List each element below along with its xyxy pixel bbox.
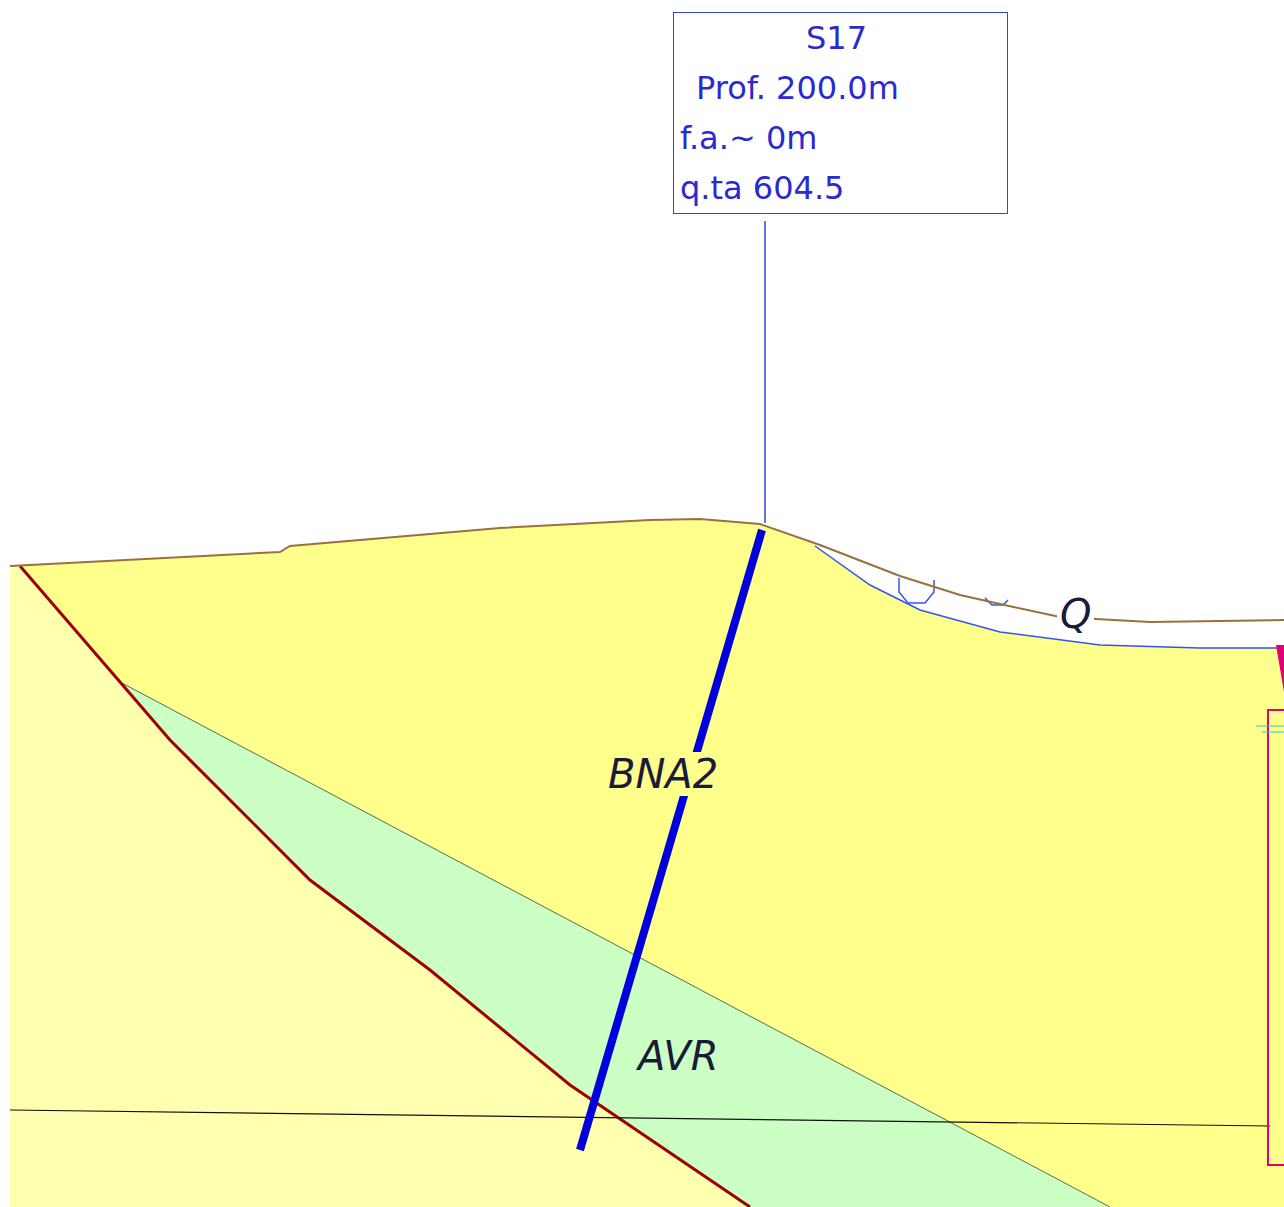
- band-boundary: [120, 682, 1110, 1207]
- quaternary-base: [815, 546, 1284, 648]
- section-frame: [1268, 710, 1284, 1165]
- borehole-data: q.ta 604.5: [674, 163, 1007, 213]
- section-marker: [1276, 645, 1284, 692]
- unit-label: BNA2: [605, 752, 721, 796]
- reference-line: [10, 1110, 1270, 1126]
- bedrock-yellow: [10, 519, 1284, 1207]
- quaternary-deposit: [815, 545, 1284, 648]
- borehole-data: S17: [674, 13, 1007, 63]
- fault-line: [20, 566, 750, 1207]
- borehole-data: Prof. 200.0m: [674, 63, 1007, 113]
- borehole: [580, 530, 762, 1150]
- water-tick: [1256, 726, 1284, 732]
- borehole-info-box: S17Prof. 200.0mf.a.~ 0mq.ta 604.5: [673, 12, 1008, 214]
- borehole-data: f.a.~ 0m: [674, 113, 1007, 163]
- leader-line: [764, 221, 766, 523]
- unit-label: Q: [1057, 592, 1094, 636]
- avr-band: [120, 682, 1110, 1207]
- unit-label: AVR: [635, 1034, 722, 1078]
